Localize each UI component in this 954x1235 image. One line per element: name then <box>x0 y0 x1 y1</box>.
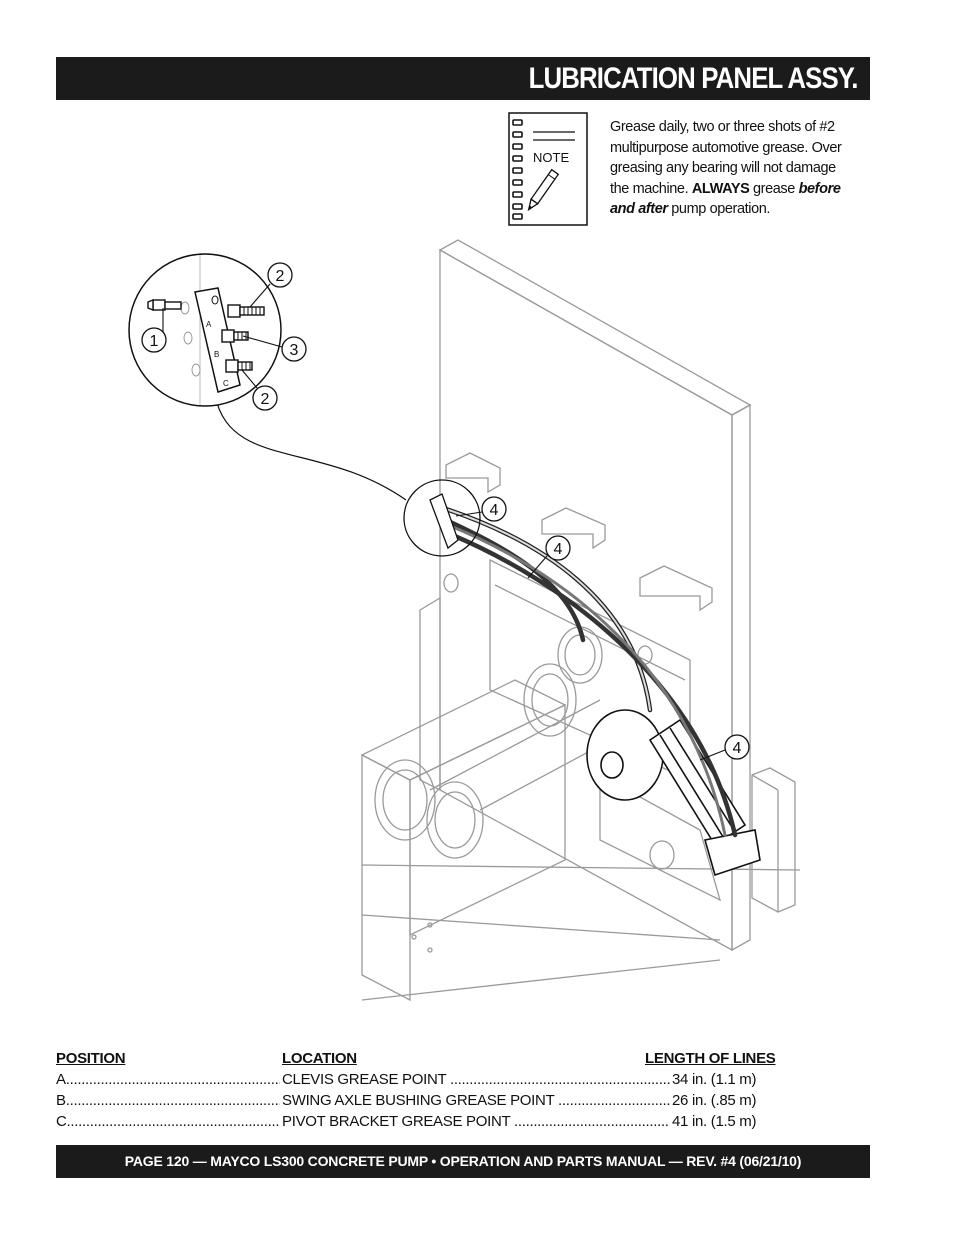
row-location: PIVOT BRACKET GREASE POINT <box>282 1113 511 1130</box>
callout-3: 3 <box>290 342 299 359</box>
table-row: B.......................................… <box>56 1092 786 1112</box>
row-length: 41 in. (1.5 m) <box>672 1113 757 1130</box>
dot-leader: ........................................… <box>66 1113 280 1130</box>
title-bar: LUBRICATION PANEL ASSY. <box>56 57 870 100</box>
row-location: CLEVIS GREASE POINT <box>282 1071 447 1088</box>
page-footer: PAGE 120 — MAYCO LS300 CONCRETE PUMP • O… <box>124 1153 802 1169</box>
note-line: the machine. ALWAYS grease before <box>610 179 868 200</box>
row-position: B <box>56 1092 66 1109</box>
port-label-c: C <box>223 379 229 388</box>
header-position: POSITION <box>56 1050 126 1067</box>
note-line: greasing any bearing will not damage <box>610 160 836 176</box>
callout-4-cylinder: 4 <box>733 740 742 757</box>
note-line: Grease daily, two or three shots of #2 <box>610 119 835 135</box>
callout-1: 1 <box>150 333 159 350</box>
row-length: 26 in. (.85 m) <box>672 1092 757 1109</box>
port-label-b: B <box>214 350 219 359</box>
row-position: A <box>56 1071 66 1088</box>
note-emphasis-always: ALWAYS <box>691 180 750 197</box>
note-line: and after pump operation. <box>610 199 868 220</box>
note-text-run: grease <box>749 180 799 197</box>
row-length: 34 in. (1.1 m) <box>672 1071 757 1088</box>
header-location: LOCATION <box>282 1050 357 1067</box>
port-label-a: A <box>206 320 212 329</box>
note-text-run: pump operation. <box>667 201 771 217</box>
note-text: Grease daily, two or three shots of #2 m… <box>610 117 868 220</box>
dot-leader: ........................................… <box>65 1092 280 1109</box>
callout-4-line: 4 <box>554 541 563 558</box>
footer-bar: PAGE 120 — MAYCO LS300 CONCRETE PUMP • O… <box>56 1145 870 1178</box>
row-position: C <box>56 1113 67 1130</box>
header-length: LENGTH OF LINES <box>645 1050 776 1067</box>
callout-2-top: 2 <box>276 268 285 285</box>
table-row: A.......................................… <box>56 1071 786 1091</box>
table-row: C.......................................… <box>56 1113 786 1133</box>
dot-leader: ........................................… <box>65 1071 280 1088</box>
note-line: multipurpose automotive grease. Over <box>610 139 842 156</box>
note-emphasis-after: and after <box>610 201 668 217</box>
note-text-run: the machine. <box>610 180 692 197</box>
page-title: LUBRICATION PANEL ASSY. <box>528 62 859 95</box>
callout-2-bottom: 2 <box>261 391 270 408</box>
note-notebook-icon: NOTE <box>508 112 588 226</box>
lubrication-panel-diagram: A B C 1 2 3 <box>128 239 801 1002</box>
dot-leader: ........................................… <box>558 1092 670 1109</box>
note-emphasis-before: before <box>798 180 841 197</box>
dot-leader: ........................................… <box>513 1113 670 1130</box>
note-icon-label: NOTE <box>533 150 569 165</box>
row-location: SWING AXLE BUSHING GREASE POINT <box>282 1092 555 1109</box>
dot-leader: ........................................… <box>449 1071 670 1088</box>
callout-4-block: 4 <box>490 502 499 519</box>
